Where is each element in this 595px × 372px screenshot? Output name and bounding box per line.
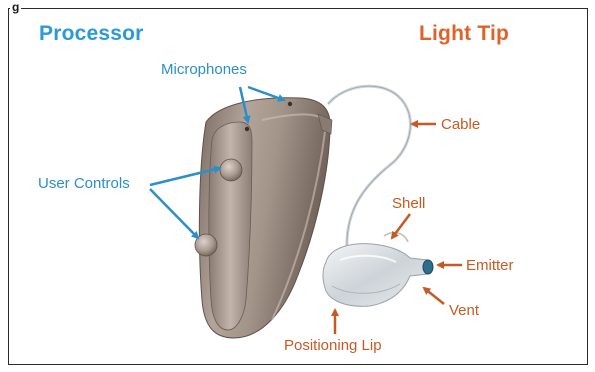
user-control-button-top [220,159,242,181]
microphone-port-1-icon [245,127,249,131]
light-tip-heading: Light Tip [419,22,509,46]
microphone-port-2-icon [288,102,292,106]
arrow-microphone-2 [248,87,284,100]
emitter-lens-icon [423,260,433,274]
label-shell: Shell [392,196,425,211]
label-emitter: Emitter [466,258,514,273]
label-cable: Cable [441,117,480,132]
processor-body [199,98,332,338]
label-microphones: Microphones [161,62,247,77]
label-positioning-lip: Positioning Lip [284,338,382,353]
label-vent: Vent [449,303,479,318]
cable-wire [328,86,410,250]
light-tip [323,233,433,307]
arrow-user-control-2 [150,189,198,238]
arrow-vent [424,288,444,304]
label-user-controls: User Controls [38,176,130,191]
processor-heading: Processor [39,22,144,46]
